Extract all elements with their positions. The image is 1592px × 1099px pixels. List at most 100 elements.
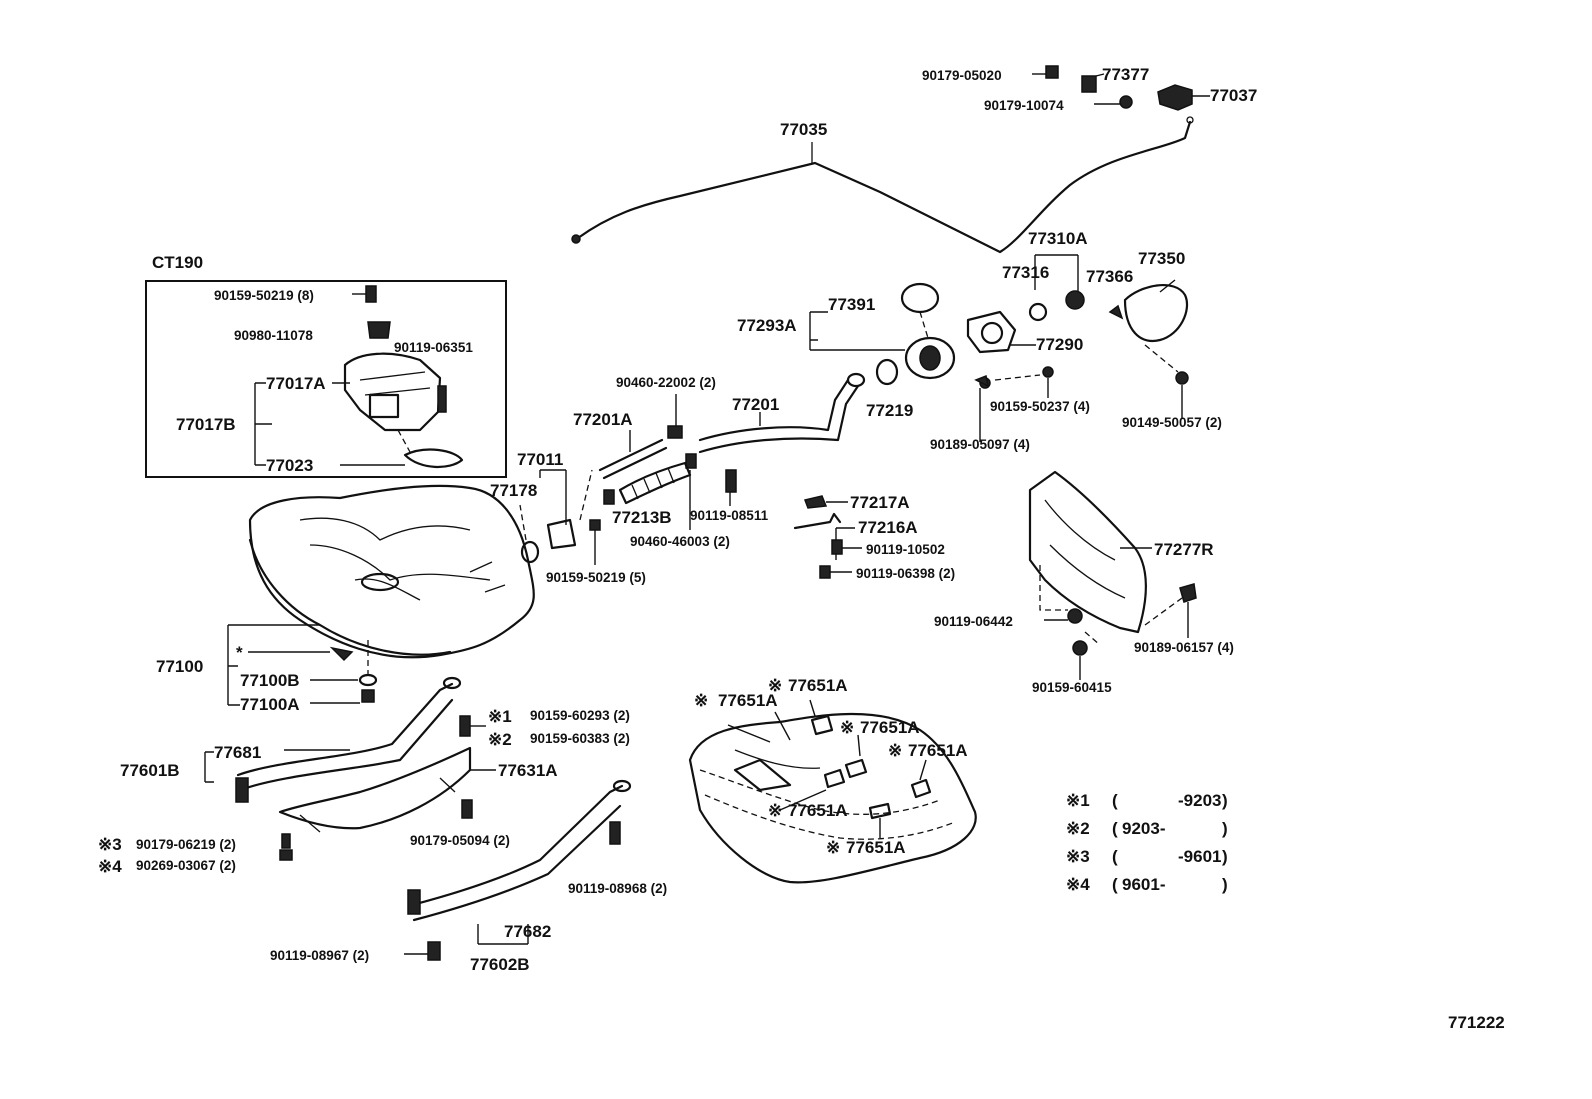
svg-text:-9601: -9601	[1178, 847, 1221, 866]
bolt-90159-50219-8[interactable]	[352, 285, 377, 303]
hose-77201A[interactable]	[598, 430, 668, 480]
label-star: *	[236, 643, 243, 662]
label-90179-05020: 90179-05020	[922, 68, 1002, 83]
label-90119-08967: 90119-08967 (2)	[270, 948, 369, 963]
svg-text:9601-: 9601-	[1122, 875, 1165, 894]
label-77201: 77201	[732, 395, 779, 414]
svg-text:※3: ※3	[1066, 847, 1090, 866]
hinge-77366[interactable]	[1108, 304, 1124, 320]
label-90159-60293: 90159-60293 (2)	[530, 708, 630, 723]
screws-90149-50057[interactable]	[1144, 344, 1189, 418]
label-90460-46003: 90460-46003 (2)	[630, 534, 730, 549]
legend-row-4: ※4 ( 9601- )	[1066, 875, 1228, 894]
bracket-leader-77017	[254, 382, 405, 466]
label-90189-05097: 90189-05097 (4)	[930, 437, 1030, 452]
label-90119-06398: 90119-06398 (2)	[856, 566, 955, 581]
label-77017B: 77017B	[176, 415, 236, 434]
label-90980-11078: 90980-11078	[234, 328, 313, 343]
clamp-90460-46003[interactable]	[603, 470, 691, 530]
label-90159-60415: 90159-60415	[1032, 680, 1112, 695]
bolt-90119-10502[interactable]	[831, 539, 862, 555]
opener-lever-77037[interactable]	[1157, 84, 1210, 111]
label-77201A: 77201A	[573, 410, 633, 429]
fuel-tank-variant[interactable]	[688, 699, 977, 884]
filler-housing-77290[interactable]	[966, 310, 1036, 354]
bolt-90119-08511[interactable]	[725, 469, 737, 506]
fuel-tank-77100[interactable]	[248, 484, 535, 659]
bolts-90159-60293[interactable]	[459, 715, 486, 737]
svg-text:※: ※	[694, 691, 708, 710]
svg-text:): )	[1222, 819, 1228, 838]
bolts-90119-08967[interactable]	[404, 941, 441, 961]
label-77350: 77350	[1138, 249, 1185, 268]
nuts-90269-03067[interactable]	[279, 849, 293, 861]
tank-bracket-leader-77100	[227, 624, 378, 706]
bolt-90980-11078[interactable]	[367, 321, 391, 339]
bolt-90119-06398[interactable]	[819, 565, 852, 579]
label-77631A: 77631A	[498, 761, 558, 780]
bolt-90119-06351[interactable]	[437, 385, 447, 413]
svg-text:77651A: 77651A	[788, 676, 848, 695]
svg-text:※1: ※1	[1066, 791, 1090, 810]
bracket-77216A[interactable]	[793, 512, 855, 560]
svg-text:※2: ※2	[1066, 819, 1090, 838]
label-90179-06219: 90179-06219 (2)	[136, 837, 236, 852]
opener-cable-77035[interactable]	[571, 116, 1194, 254]
gasket-77178[interactable]	[519, 504, 540, 564]
label-77023: 77023	[266, 456, 313, 475]
svg-text:): )	[1222, 875, 1228, 894]
screws-90159-50237[interactable]	[979, 366, 1054, 398]
label-77293A: 77293A	[737, 316, 797, 335]
label-90460-22002: 90460-22002 (2)	[616, 375, 716, 390]
label-90149-50057: 90149-50057 (2)	[1122, 415, 1222, 430]
label-90159-60383: 90159-60383 (2)	[530, 731, 630, 746]
legend-row-2: ※2 ( 9203- )	[1066, 819, 1228, 838]
svg-text:(: (	[1112, 875, 1118, 894]
label-77366: 77366	[1086, 267, 1133, 286]
filler-pipe-77201[interactable]	[698, 372, 866, 454]
inlet-77293A[interactable]	[809, 311, 956, 380]
fuel-pump-77017A[interactable]	[343, 352, 442, 432]
protector-77277R[interactable]	[1028, 470, 1197, 680]
label-77316: 77316	[1002, 263, 1049, 282]
svg-text:77651A: 77651A	[846, 838, 906, 857]
nut-90179-10074[interactable]	[1094, 95, 1133, 109]
gasket-77391[interactable]	[900, 282, 940, 314]
label-77601B: 77601B	[120, 761, 180, 780]
label-90159-50237: 90159-50237 (4)	[990, 399, 1090, 414]
band-77682[interactable]	[407, 779, 632, 922]
label-90179-05094: 90179-05094 (2)	[410, 833, 510, 848]
label-77651A-2: ※ 77651A	[694, 691, 778, 710]
label-77216A: 77216A	[858, 518, 918, 537]
label-ct190: CT190	[152, 253, 203, 272]
screws-90159-50219-5[interactable]	[589, 519, 601, 565]
bolts-90179-05094[interactable]	[461, 799, 473, 819]
label-90119-08968: 90119-08968 (2)	[568, 881, 667, 896]
bellows-77213B[interactable]	[618, 461, 692, 505]
bolts-90119-08968[interactable]	[609, 821, 621, 845]
label-mark4-nut: ※4	[98, 857, 122, 876]
band-77681[interactable]	[235, 676, 462, 803]
sender-77011[interactable]	[539, 469, 593, 550]
ct190-inset-box	[145, 280, 507, 478]
cap-set-77310A[interactable]	[1028, 254, 1085, 322]
clamp-90460-22002[interactable]	[667, 394, 697, 469]
svg-text:): )	[1222, 791, 1228, 810]
label-77011: 77011	[517, 450, 563, 469]
svg-text:※4: ※4	[1066, 875, 1090, 894]
clip-77377[interactable]	[1081, 73, 1105, 93]
bolts-90179-06219[interactable]	[281, 833, 291, 849]
label-mark3-bolt: ※3	[98, 835, 122, 854]
grommet-77219[interactable]	[875, 358, 899, 386]
filler-cap-77350[interactable]	[1123, 279, 1189, 343]
label-77178: 77178	[490, 481, 537, 500]
clip-90189-05097[interactable]	[974, 374, 990, 442]
label-77651A-6: ※ 77651A	[826, 838, 906, 857]
gasket-77023[interactable]	[397, 429, 464, 469]
bracket-77217A[interactable]	[803, 495, 848, 509]
label-77651A-3: ※ 77651A	[840, 718, 920, 737]
label-77391: 77391	[828, 295, 875, 314]
bolt-90179-05020[interactable]	[1032, 65, 1059, 79]
label-77035: 77035	[780, 120, 827, 139]
